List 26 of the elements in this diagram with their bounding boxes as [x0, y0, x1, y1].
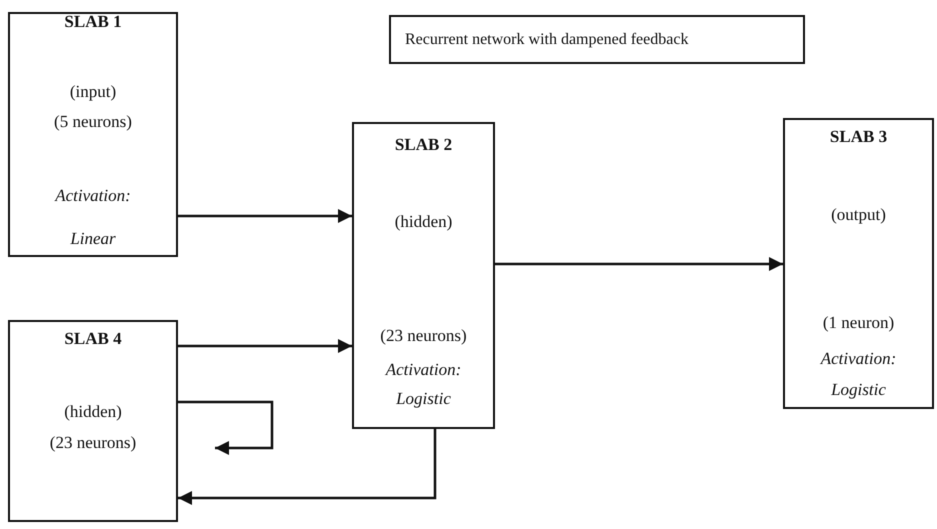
layer-label: Activation: Linear: [55, 185, 131, 250]
layer-label: (output): [830, 204, 887, 226]
layer-label: (input): [68, 81, 118, 103]
arrow: [495, 257, 783, 271]
layer-title: SLAB 4: [63, 328, 123, 350]
box-label: Recurrent network with dampened feedback: [405, 30, 690, 50]
layer-title: SLAB 1: [63, 11, 123, 33]
layer-title: SLAB 2: [394, 134, 454, 156]
layer-box: [352, 122, 495, 429]
layer-title: SLAB 3: [828, 126, 888, 148]
title-box: [389, 15, 805, 64]
arrow: [178, 339, 352, 353]
layer-box: [8, 320, 178, 522]
arrow: [178, 429, 436, 505]
arrow: [178, 209, 352, 223]
layer-label: Activation: Logistic: [386, 359, 462, 410]
layer-box: [783, 118, 934, 409]
arrow: [178, 400, 274, 455]
layer-label: (1 neuron): [822, 312, 896, 334]
layer-label: (5 neurons): [53, 111, 133, 133]
layer-label: (hidden): [394, 211, 454, 233]
layer-label: (hidden): [63, 401, 123, 423]
layer-label: (23 neurons): [48, 432, 138, 454]
layer-label: (23 neurons): [379, 325, 468, 347]
layer-box: [8, 12, 178, 257]
layer-label: Activation: Logistic: [820, 348, 896, 401]
